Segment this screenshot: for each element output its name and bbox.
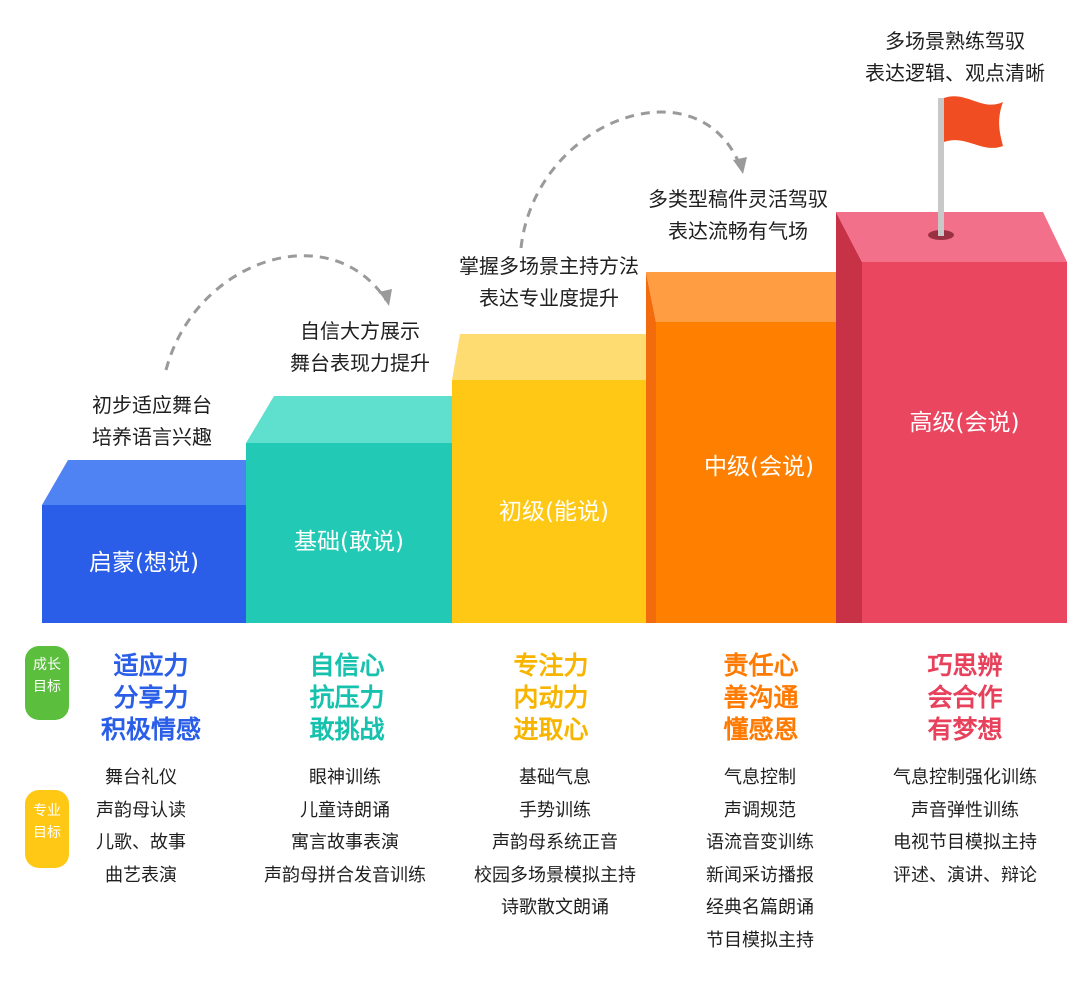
caption-level-5: 多场景熟练驾驭 表达逻辑、观点清晰 xyxy=(865,29,1045,85)
professional-goal-badge: 专业 目标 xyxy=(25,790,69,868)
level-name-4: 中级(会说) xyxy=(704,454,814,480)
growth-goals-3: 专注力 内动力 进取心 xyxy=(513,651,589,744)
caption-level-4: 多类型稿件灵活驾驭 表达流畅有气场 xyxy=(648,187,828,243)
level-name-5: 高级(会说) xyxy=(909,410,1020,436)
growth-goals-4: 责任心 善沟通 懂感恩 xyxy=(723,651,799,744)
pro-goals-1: 舞台礼仪 声韵母认读 儿歌、故事 曲艺表演 xyxy=(96,767,186,886)
pro-goals-4: 气息控制 声调规范 语流音变训练 新闻采访播报 经典名篇朗诵 节目模拟主持 xyxy=(706,767,814,951)
stair-block-4 xyxy=(646,272,862,623)
caption-level-3: 掌握多场景主持方法 表达专业度提升 xyxy=(459,254,639,310)
level-name-2: 基础(敢说) xyxy=(294,529,404,555)
pro-goals-3: 基础气息 手势训练 声韵母系统正音 校园多场景模拟主持 诗歌散文朗诵 xyxy=(474,767,636,918)
stair-block-3 xyxy=(452,334,656,623)
growth-goals-5: 巧思辨 会合作 有梦想 xyxy=(927,651,1003,744)
caption-level-1: 初步适应舞台 培养语言兴趣 xyxy=(92,393,212,449)
growth-goal-badge: 成长 目标 xyxy=(25,646,69,720)
pro-goals-5: 气息控制强化训练 声音弹性训练 电视节目模拟主持 评述、演讲、辩论 xyxy=(893,767,1037,886)
stair-block-5 xyxy=(836,212,1067,623)
level-name-1: 启蒙(想说) xyxy=(89,550,199,576)
flag-icon xyxy=(928,96,1003,240)
caption-level-2: 自信大方展示 舞台表现力提升 xyxy=(290,319,430,375)
level-name-3: 初级(能说) xyxy=(499,499,609,525)
growth-goals-2: 自信心 抗压力 敢挑战 xyxy=(309,651,385,744)
stair-block-2 xyxy=(246,396,452,623)
progress-arrow-2 xyxy=(519,110,747,249)
pro-goals-2: 眼神训练 儿童诗朗诵 寓言故事表演 声韵母拼合发音训练 xyxy=(264,767,426,886)
stair-block-1 xyxy=(42,460,246,623)
progress-arrow-1 xyxy=(164,254,392,371)
growth-goals-1: 适应力 分享力 积极情感 xyxy=(100,651,201,744)
